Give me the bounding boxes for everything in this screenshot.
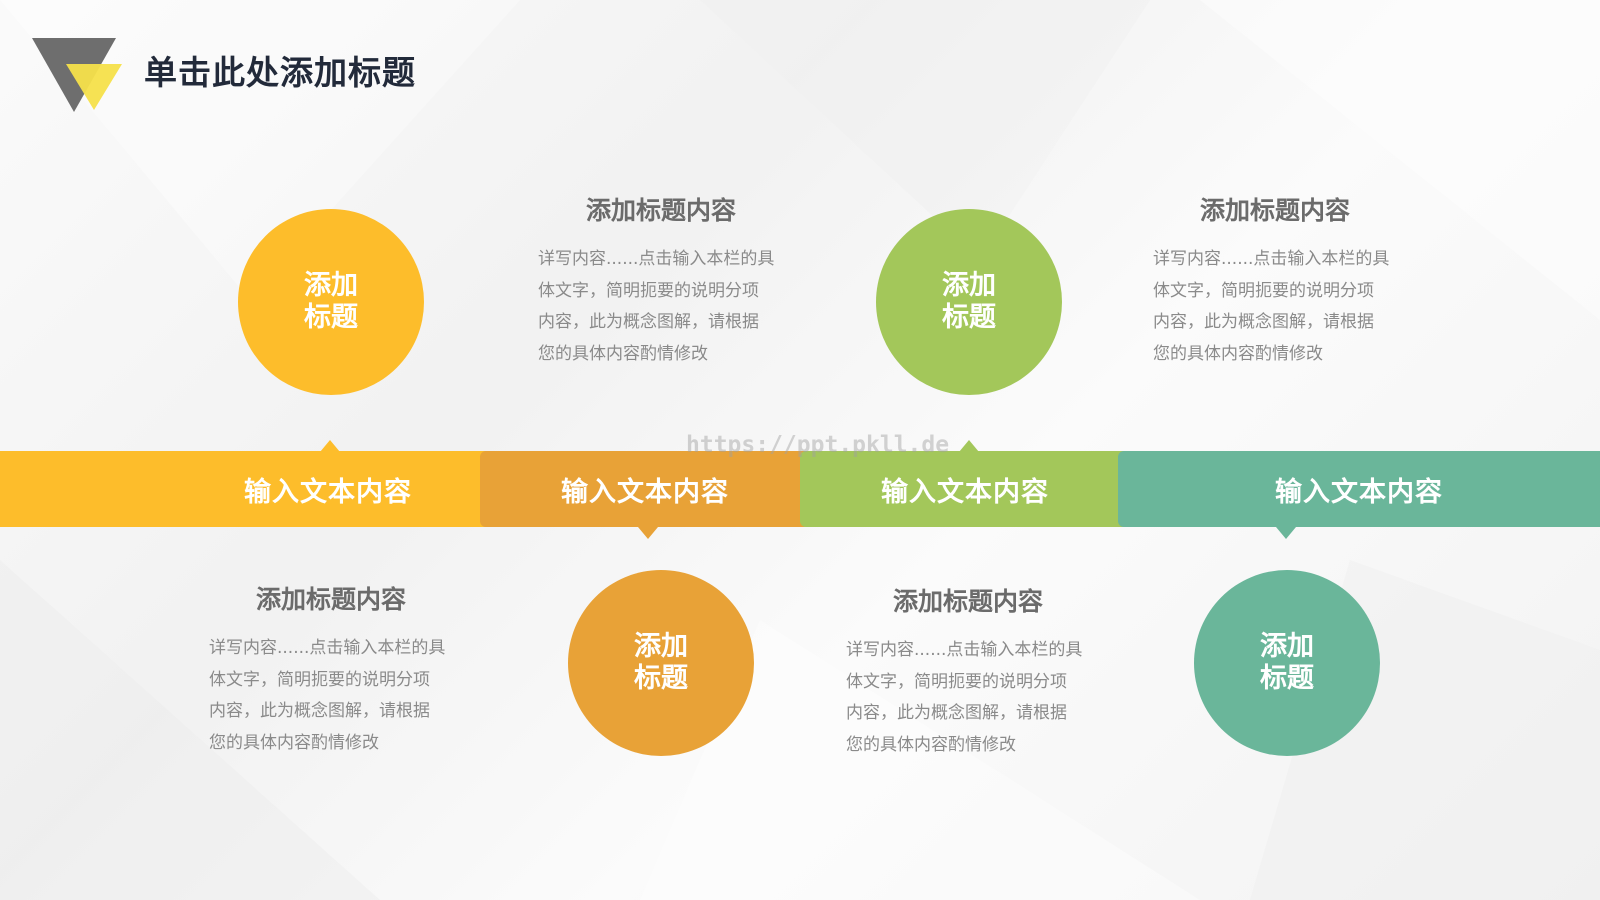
item-3-description[interactable]: 详写内容......点击输入本栏的具 体文字，简明扼要的说明分项 内容，此为概念… [846, 635, 1101, 761]
item-4-desc-line: 内容，此为概念图解，请根据 [1153, 312, 1374, 332]
circle-2-line-2: 标题 [634, 663, 688, 694]
circle-4-line-2: 标题 [1260, 663, 1314, 694]
logo-triangles-icon [32, 38, 122, 112]
slide-title[interactable]: 单击此处添加标题 [144, 53, 416, 92]
item-3-desc-line: 详写内容......点击输入本栏的具 [846, 640, 1083, 660]
item-1-desc-line: 详写内容......点击输入本栏的具 [209, 638, 446, 658]
item-2-desc-line: 内容，此为概念图解，请根据 [538, 312, 759, 332]
pointer-down-2 [638, 527, 658, 539]
item-2-desc-line: 体文字，简明扼要的说明分项 [538, 280, 759, 301]
band-segment-4[interactable]: 输入文本内容 [1118, 451, 1600, 527]
item-3-desc-line: 体文字，简明扼要的说明分项 [846, 671, 1067, 692]
item-1-desc-line: 您的具体内容酌情修改 [209, 732, 379, 753]
circle-2[interactable]: 添加 标题 [568, 570, 754, 756]
item-2-desc-line: 您的具体内容酌情修改 [538, 343, 708, 364]
band-segment-3[interactable]: 输入文本内容 [800, 451, 1130, 527]
item-4-desc-line: 体文字，简明扼要的说明分项 [1153, 280, 1374, 301]
item-4-description[interactable]: 详写内容......点击输入本栏的具 体文字，简明扼要的说明分项 内容，此为概念… [1153, 244, 1408, 370]
item-3-desc-line: 内容，此为概念图解，请根据 [846, 703, 1067, 723]
band-label-4: 输入文本内容 [1275, 476, 1443, 508]
item-4-desc-line: 详写内容......点击输入本栏的具 [1153, 249, 1390, 269]
circle-1-line-2: 标题 [304, 302, 358, 333]
item-4-title[interactable]: 添加标题内容 [1199, 196, 1350, 225]
item-1-title[interactable]: 添加标题内容 [255, 585, 406, 614]
item-4-desc-line: 您的具体内容酌情修改 [1153, 343, 1323, 364]
pointer-up-3 [959, 440, 979, 452]
band-segment-2[interactable]: 输入文本内容 [480, 451, 810, 527]
item-1-desc-line: 体文字，简明扼要的说明分项 [209, 669, 430, 690]
item-1-description[interactable]: 详写内容......点击输入本栏的具 体文字，简明扼要的说明分项 内容，此为概念… [209, 633, 464, 759]
circle-1-line-1: 添加 [304, 270, 358, 301]
pointer-down-4 [1276, 527, 1296, 539]
band-label-1: 输入文本内容 [244, 476, 412, 508]
item-2-description[interactable]: 详写内容......点击输入本栏的具 体文字，简明扼要的说明分项 内容，此为概念… [538, 244, 793, 370]
item-3-desc-line: 您的具体内容酌情修改 [846, 734, 1016, 755]
band-label-2: 输入文本内容 [561, 476, 729, 508]
item-1-desc-line: 内容，此为概念图解，请根据 [209, 701, 430, 721]
circle-2-line-1: 添加 [634, 631, 688, 662]
circle-1[interactable]: 添加 标题 [238, 209, 424, 395]
circle-4-line-1: 添加 [1260, 631, 1314, 662]
item-2-desc-line: 详写内容......点击输入本栏的具 [538, 249, 775, 269]
circle-3-line-1: 添加 [942, 270, 996, 301]
circle-3-line-2: 标题 [942, 302, 996, 333]
pointer-up-1 [320, 440, 340, 452]
circle-4[interactable]: 添加 标题 [1194, 570, 1380, 756]
watermark-text: https://ppt.pkll.de [686, 432, 950, 458]
band-label-3: 输入文本内容 [881, 476, 1049, 508]
band-segment-1[interactable]: 输入文本内容 [0, 451, 490, 527]
item-3-title[interactable]: 添加标题内容 [892, 587, 1043, 616]
item-2-title[interactable]: 添加标题内容 [585, 196, 736, 225]
circle-3[interactable]: 添加 标题 [876, 209, 1062, 395]
